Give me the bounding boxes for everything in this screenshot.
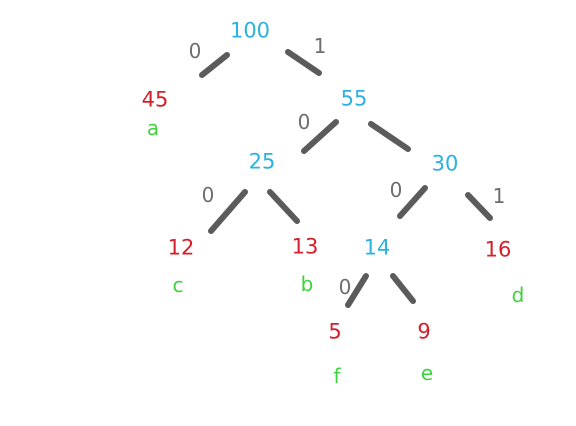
leaf-weight-b: 13 <box>291 234 319 259</box>
leaf-weight-d: 16 <box>484 237 512 262</box>
edge-bit-root-right: 1 <box>313 34 327 58</box>
symbol-d: d <box>511 283 525 307</box>
node-30: 30 <box>431 151 459 176</box>
leaf-weight-f: 5 <box>328 319 342 344</box>
symbol-b: b <box>300 272 314 296</box>
edge-25-left <box>208 189 248 234</box>
edge-root-left <box>199 52 230 78</box>
edge-bit-30-left: 0 <box>389 178 403 202</box>
edge-55-left <box>301 119 339 154</box>
node-55: 55 <box>340 86 368 111</box>
edge-bit-55-left: 0 <box>297 110 311 134</box>
symbol-f: f <box>333 364 341 388</box>
leaf-weight-c: 12 <box>167 235 195 260</box>
node-25: 25 <box>248 149 276 174</box>
leaf-weight-a: 45 <box>141 87 169 112</box>
symbol-a: a <box>146 116 160 140</box>
edge-root-right <box>285 49 322 76</box>
symbol-e: e <box>420 361 434 385</box>
edge-14-right <box>390 273 416 304</box>
edge-bit-root-left: 0 <box>188 39 202 63</box>
node-root: 100 <box>229 18 271 43</box>
symbol-c: c <box>172 273 184 297</box>
edge-bit-25-left: 0 <box>201 183 215 207</box>
edge-14-left <box>345 273 369 308</box>
edge-bit-14-left: 0 <box>338 275 352 299</box>
leaf-weight-e: 9 <box>417 319 431 344</box>
edge-25-right <box>267 189 300 224</box>
edge-30-right <box>465 192 493 221</box>
node-14: 14 <box>363 235 391 260</box>
edge-bit-30-right: 1 <box>492 184 506 208</box>
edge-55-right <box>368 121 411 152</box>
edge-30-left <box>397 185 428 219</box>
